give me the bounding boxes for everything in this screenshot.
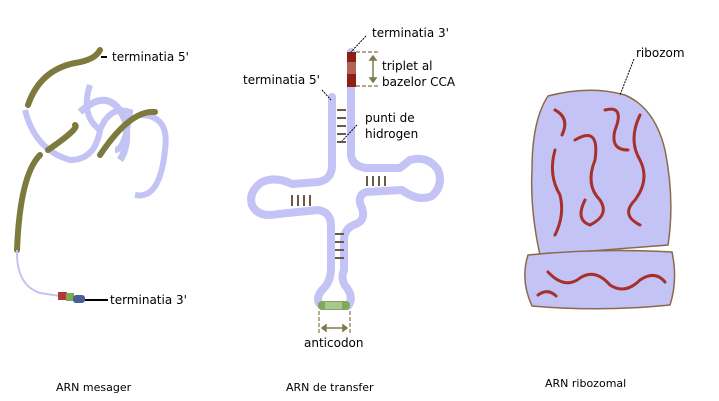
hydrogen-bonds — [291, 109, 386, 259]
anticodon-label: anticodon — [304, 336, 364, 350]
mrna-olive-strand — [14, 47, 158, 253]
trna-5-label: terminatia 5' — [243, 73, 320, 87]
mrna-3-label: terminatia 3' — [110, 293, 187, 307]
mrna-lavender-loop2 — [77, 96, 131, 162]
triplet-label-2: bazelor CCA — [382, 75, 456, 89]
hbond-label-1: punti de — [365, 111, 415, 125]
caption-trna: ARN de transfer — [286, 381, 374, 394]
triplet-label-1: triplet al — [382, 59, 433, 73]
mrna-5-label: terminatia 5' — [112, 50, 189, 64]
mrna-end-green — [66, 293, 74, 301]
mrna-end-blue — [73, 295, 85, 303]
trna-3-label: terminatia 3' — [372, 26, 449, 40]
mrna-thin-tail — [15, 249, 61, 297]
ribozom-label: ribozom — [636, 46, 685, 60]
mrna-end-red — [58, 292, 67, 300]
arrows — [320, 54, 378, 333]
cca-mid — [347, 62, 356, 74]
mrna-figure: terminatia 5' terminatia 3' — [14, 47, 189, 307]
caption-mrna: ARN mesager — [56, 381, 132, 394]
trna-figure: terminatia 3' terminatia 5' triplet al b… — [243, 26, 456, 350]
hbond-label-2: hidrogen — [365, 127, 418, 141]
rrna-strands — [536, 107, 667, 298]
trna-backbone — [247, 48, 444, 310]
caption-rrna: ARN ribozomal — [545, 377, 626, 390]
anticodon-light — [325, 302, 342, 309]
pointers — [321, 35, 367, 142]
ribosome-small-subunit — [524, 249, 676, 310]
bracket-lines — [318, 51, 379, 334]
ribozom-pointer — [619, 58, 635, 96]
ribosome-figure: ribozom — [524, 46, 685, 310]
